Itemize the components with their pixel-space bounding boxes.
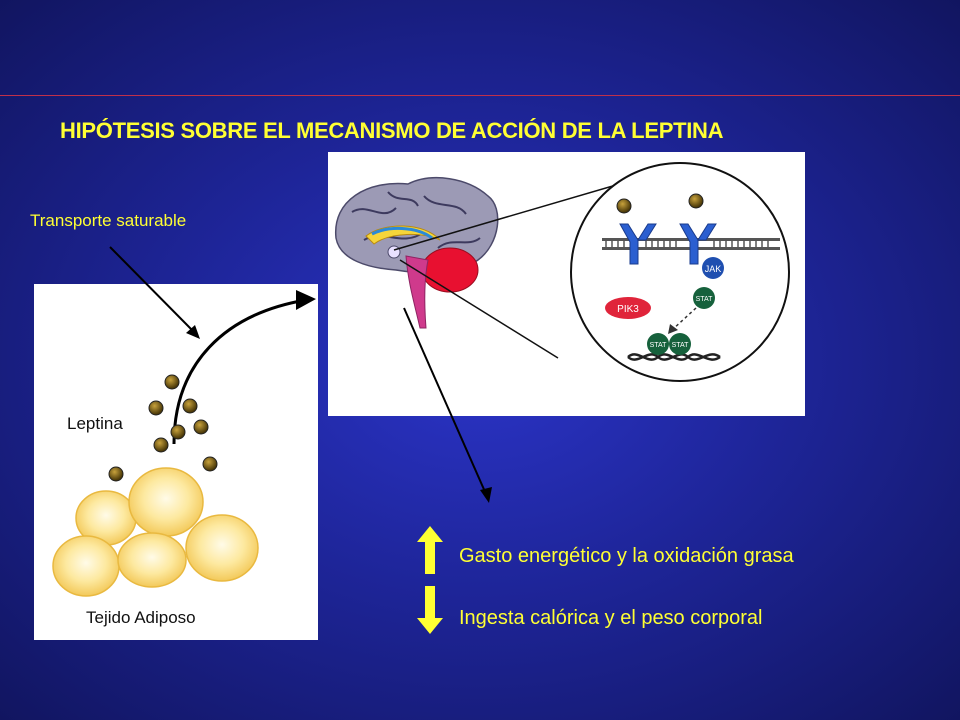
- stat-label: STAT: [672, 342, 690, 349]
- pik3-label: PIK3: [617, 304, 639, 315]
- jak-node: [702, 257, 724, 279]
- stat-node: [669, 333, 691, 355]
- leptin-receptor-icon: [619, 223, 657, 265]
- arrow-down-icon: [417, 586, 443, 634]
- adipose-tissue-panel: Leptina Tejido Adiposo: [34, 284, 318, 640]
- adipose-illustration: Leptina Tejido Adiposo: [52, 290, 316, 627]
- jak-label: JAK: [705, 264, 722, 274]
- result-up-text: Gasto energético y la oxidación grasa: [459, 545, 794, 567]
- zoom-line-top: [393, 177, 641, 251]
- transport-arrowhead: [296, 290, 316, 310]
- effect-pointer-head: [480, 487, 492, 503]
- stat-label: STAT: [696, 296, 714, 303]
- pik3-node: [605, 297, 651, 319]
- stat-label: STAT: [650, 342, 668, 349]
- brain-signaling-illustration: JAK PIK3 STAT STAT STAT: [335, 162, 790, 382]
- dna-strand: [627, 353, 721, 361]
- stat-node: [647, 333, 669, 355]
- brain-signaling-panel: JAK PIK3 STAT STAT STAT: [328, 152, 805, 416]
- stat-node: [693, 287, 715, 309]
- arrow-up-icon: [417, 526, 443, 574]
- transport-label: Transporte saturable: [30, 211, 187, 230]
- result-down-text: Ingesta calórica y el peso corporal: [459, 607, 763, 629]
- transport-curve: [172, 298, 307, 445]
- leptin-molecule: [616, 198, 632, 214]
- leptin-receptor-icon: [679, 223, 717, 265]
- slide-title: HIPÓTESIS SOBRE EL MECANISMO DE ACCIÓN D…: [60, 118, 724, 143]
- adipose-tissue-label: Tejido Adiposo: [86, 608, 196, 627]
- fat-cells: [52, 467, 259, 597]
- cell-zoom-circle: [570, 162, 790, 382]
- translocation-arrowhead: [668, 324, 678, 334]
- leptin-molecules: [108, 374, 218, 482]
- leptin-molecule: [688, 193, 704, 209]
- header-divider: [0, 95, 960, 96]
- leptin-label: Leptina: [67, 414, 123, 433]
